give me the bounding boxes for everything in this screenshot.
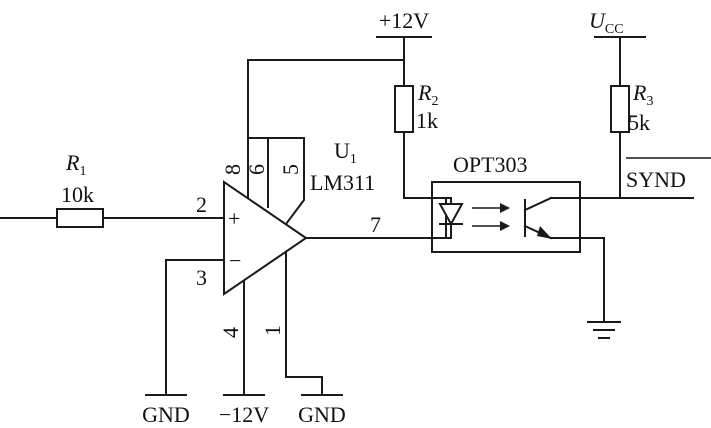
r1-name-label: R1	[65, 150, 86, 179]
synd-signal: SYND	[626, 157, 711, 192]
resistor-r2	[394, 85, 414, 133]
wires	[0, 36, 694, 396]
light-arrows-icon	[472, 203, 510, 231]
comparator-triangle	[223, 180, 308, 296]
earth-ground-icon	[587, 321, 621, 339]
gnd-left-label: GND	[142, 402, 190, 427]
led-icon	[431, 197, 464, 239]
r2-value-label: 1k	[416, 108, 438, 133]
r2-name-label: R2	[417, 80, 438, 109]
gnd-right-label: GND	[298, 402, 346, 427]
resistor-r3	[610, 85, 630, 133]
phototransistor-icon	[523, 196, 581, 240]
plus-sign: +	[228, 206, 240, 231]
u1-name-label: U1	[334, 138, 357, 167]
optocoupler	[431, 181, 581, 253]
pin8-label: 8	[220, 164, 245, 175]
r3-name-label: R3	[632, 80, 653, 109]
optocoupler-box	[431, 181, 581, 253]
pin6-label: 6	[244, 164, 269, 175]
r1-value-label: 10k	[61, 182, 94, 207]
vminus-label: −12V	[219, 402, 269, 427]
pin2-label: 2	[196, 192, 207, 217]
vplus-label: +12V	[379, 8, 429, 33]
pin5-label: 5	[278, 164, 303, 175]
pin4-label: 4	[218, 327, 243, 338]
r3-value-label: 5k	[628, 110, 650, 135]
pin1-label: 1	[260, 325, 285, 336]
pin3-label: 3	[196, 265, 207, 290]
resistor-r1	[56, 208, 104, 228]
pin7-label: 7	[370, 212, 381, 237]
u1-part-label: LM311	[310, 170, 375, 195]
synd-label: SYND	[626, 167, 686, 192]
ucc-label: UCC	[589, 8, 624, 37]
minus-sign: −	[229, 248, 241, 273]
optocoupler-label: OPT303	[453, 152, 528, 177]
